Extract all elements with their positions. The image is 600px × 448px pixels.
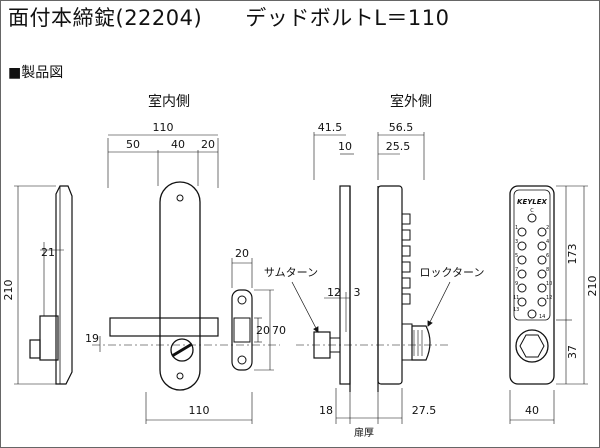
inside-view-label: 室内側 <box>148 94 190 110</box>
key-7: 7 <box>515 267 518 273</box>
dim-front-height: 210 <box>586 276 599 297</box>
dim-inside-50: 50 <box>126 138 140 151</box>
dim-front-width: 40 <box>525 404 539 417</box>
dim-inside-knob: 19 <box>85 332 99 345</box>
key-4: 4 <box>546 239 549 245</box>
dim-strike-20: 20 <box>256 324 270 337</box>
callout-labels: サムターン ロックターン <box>264 266 485 279</box>
key-10: 10 <box>546 281 552 287</box>
outside-view-label: 室外側 <box>390 94 432 110</box>
dim-bolt-length: 110 <box>189 404 210 417</box>
page-title: 面付本締錠(22204) デッドボルトL＝110 <box>8 6 450 30</box>
lock-turn-label: ロックターン <box>419 266 484 279</box>
dim-outside-12: 12 <box>327 286 341 299</box>
key-8: 8 <box>546 267 549 273</box>
dim-inside-height: 210 <box>2 280 15 301</box>
brand-logo: KEYLEX <box>517 198 548 206</box>
dim-strike-70: 70 <box>272 324 286 337</box>
key-6: 6 <box>546 253 549 259</box>
dim-outside-3: 3 <box>354 286 361 299</box>
dimension-labels: 110 50 40 20 210 21 19 110 20 20 70 41.5… <box>2 121 599 439</box>
dim-inside-offset: 21 <box>41 246 55 259</box>
inside-view <box>14 134 280 424</box>
front-view <box>509 185 588 424</box>
key-c: C <box>530 208 534 214</box>
outside-view <box>291 132 451 424</box>
keypad-text: KEYLEX C 1 2 3 4 5 6 7 8 9 10 11 12 13 1… <box>513 198 552 320</box>
dim-outside-275: 27.5 <box>412 404 437 417</box>
key-13: 13 <box>513 307 519 313</box>
keypad-buttons <box>517 213 547 319</box>
key-3: 3 <box>515 239 518 245</box>
key-5: 5 <box>515 253 518 259</box>
dim-front-37: 37 <box>566 345 579 359</box>
dim-inside-40: 40 <box>171 138 185 151</box>
dim-outside-18: 18 <box>319 404 333 417</box>
key-14: 14 <box>539 314 545 320</box>
key-9: 9 <box>515 281 518 287</box>
dim-outside-565: 56.5 <box>389 121 414 134</box>
section-label: ■製品図 <box>8 65 64 81</box>
door-thickness-label: 扉厚 <box>354 426 374 439</box>
key-2: 2 <box>546 225 549 231</box>
key-12: 12 <box>546 295 552 301</box>
dim-inside-20: 20 <box>201 138 215 151</box>
dim-front-173: 173 <box>566 244 579 265</box>
key-11: 11 <box>513 295 519 301</box>
dim-outside-10: 10 <box>338 140 352 153</box>
dim-outside-255: 25.5 <box>386 140 411 153</box>
dim-outside-415: 41.5 <box>318 121 343 134</box>
thumb-turn-label: サムターン <box>264 266 318 279</box>
key-1: 1 <box>515 225 518 231</box>
dim-inside-total: 110 <box>153 121 174 134</box>
dim-strike-width: 20 <box>235 247 249 260</box>
